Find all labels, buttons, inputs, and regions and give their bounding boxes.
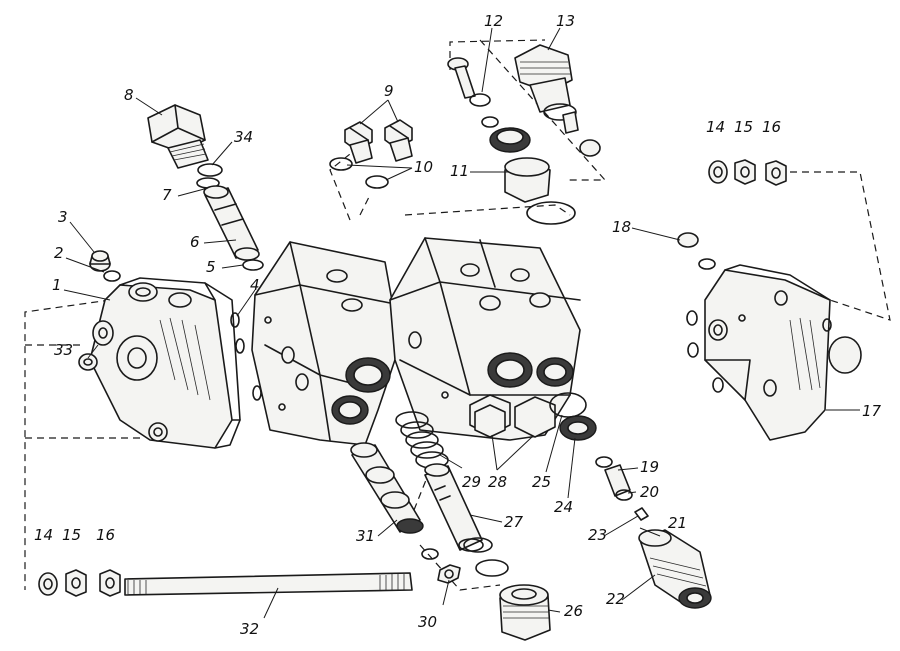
nuts-28 [474,404,506,438]
callout-29: 29 [462,473,481,491]
callout-11: 11 [450,162,469,180]
callout-23: 23 [588,526,607,544]
callout-24: 24 [554,498,573,516]
o-rings-lower [421,537,509,577]
valve-spool-6 [203,185,260,261]
pin-12 [447,57,476,99]
callout-14-top: 14 [706,118,725,136]
piston-27 [424,463,484,552]
left-cover-housing [89,277,241,449]
callout-6: 6 [190,233,200,251]
callout-10: 10 [414,158,433,176]
o-rings-right-cover [686,310,832,393]
tie-bolt-32 [124,572,413,596]
washer-14-top [708,160,728,184]
callout-32: 32 [240,620,259,638]
callout-7: 7 [162,186,172,204]
nut-16-bottom [99,569,121,597]
callout-2: 2 [54,244,64,262]
nut-15-top [734,159,756,185]
callout-8: 8 [124,86,134,104]
callout-20: 20 [640,483,659,501]
ring-5 [242,259,264,271]
rings-24-25 [549,392,597,441]
callout-3: 3 [58,208,68,226]
callout-1: 1 [52,276,62,294]
callout-27: 27 [504,513,524,531]
callout-31: 31 [356,527,375,545]
callout-17: 17 [862,402,882,420]
callout-5: 5 [206,258,216,276]
o-rings-10 [329,157,389,189]
washer-2 [103,270,121,282]
lock-washer-30 [437,564,461,584]
callout-16-top: 16 [762,118,781,136]
sleeve-11 [504,157,576,225]
callout-28: 28 [488,473,507,491]
clip-23 [634,507,649,521]
plug-26 [499,584,551,641]
spool-31 [350,442,424,534]
callout-15-top: 15 [734,118,753,136]
o-ring-34 [196,163,223,189]
callout-26: 26 [564,602,583,620]
plug-assembly-13 [514,44,601,157]
valve-nut-8 [147,104,209,169]
callout-34: 34 [234,128,253,146]
callout-30: 30 [418,613,437,631]
valve-seat [489,127,531,153]
plug-22 [638,529,712,609]
nut-16-top [765,160,787,186]
washer-14-bottom [38,572,58,596]
callout-19: 19 [640,458,659,476]
callout-4: 4 [250,276,260,294]
callout-9: 9 [384,82,394,100]
callout-18: 18 [612,218,631,236]
plug-18 [677,232,716,270]
callout-25: 25 [532,473,551,491]
screws-9 [344,119,413,164]
nut-15-bottom [65,569,87,597]
plug-3 [89,250,111,272]
callout-13: 13 [556,12,575,30]
callout-14-bottom: 14 [34,526,53,544]
callout-15-bottom: 15 [62,526,81,544]
rings-12 [469,93,499,128]
left-valve-block [251,241,401,446]
right-valve-block [389,237,581,441]
callout-33: 33 [54,341,73,359]
callout-22: 22 [606,590,625,608]
callout-16-bottom: 16 [96,526,115,544]
callout-labels: 1 2 3 4 5 6 7 8 9 10 11 12 13 14 15 16 1… [34,12,882,638]
assembly-guide-lines [24,39,891,591]
right-cover-17 [704,264,862,441]
callout-12: 12 [484,12,503,30]
leader-lines [63,27,860,619]
callout-21: 21 [668,514,687,532]
plug-33 [78,353,98,371]
valve-19 [595,456,633,501]
